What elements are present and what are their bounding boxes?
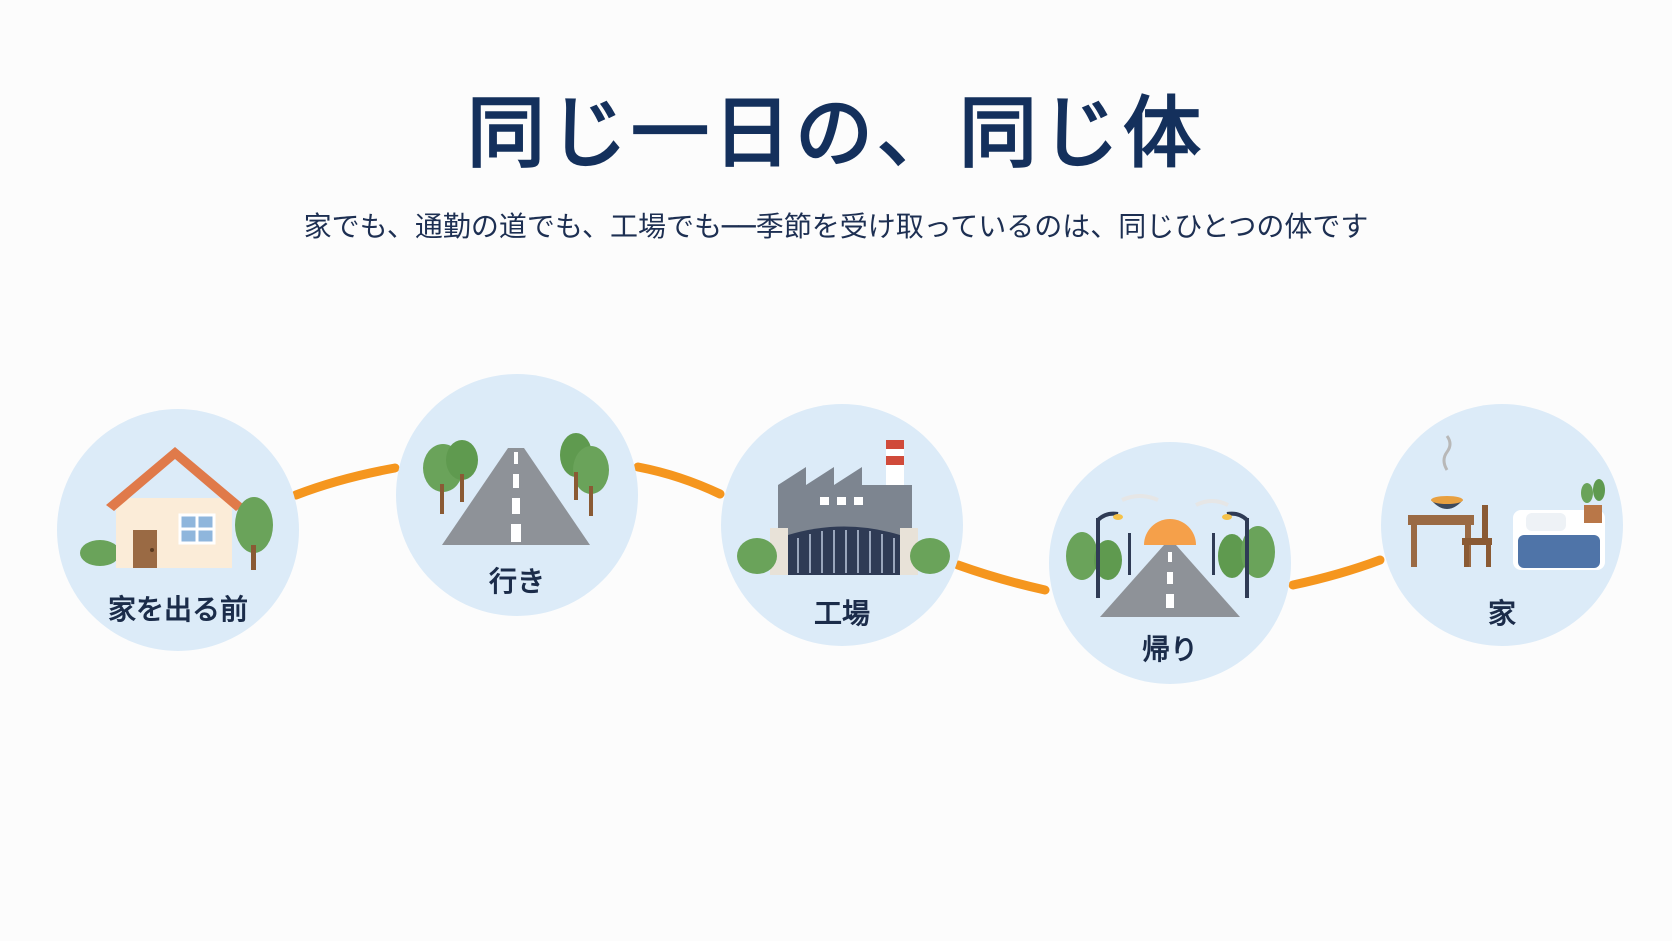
connector-3 — [953, 560, 1050, 595]
evening-road-icon — [1066, 494, 1275, 617]
page-subtitle: 家でも、通勤の道でも、工場でも──季節を受け取っているのは、同じひとつの体です — [303, 210, 1369, 243]
page-title: 同じ一日の、同じ体 — [466, 89, 1205, 179]
home-room-icon — [1408, 435, 1605, 570]
step-label-5: 家 — [1487, 597, 1516, 630]
road-icon — [423, 433, 609, 545]
connector-2 — [633, 462, 725, 499]
connector-4 — [1288, 555, 1385, 590]
connector-1 — [291, 463, 400, 500]
step-circle-5 — [1381, 404, 1623, 646]
step-label-4: 帰り — [1141, 633, 1198, 666]
house-icon — [80, 447, 273, 570]
step-label-3: 工場 — [813, 597, 870, 630]
factory-icon — [737, 440, 950, 575]
step-label-1: 家を出る前 — [107, 593, 248, 626]
step-label-2: 行き — [488, 565, 545, 598]
